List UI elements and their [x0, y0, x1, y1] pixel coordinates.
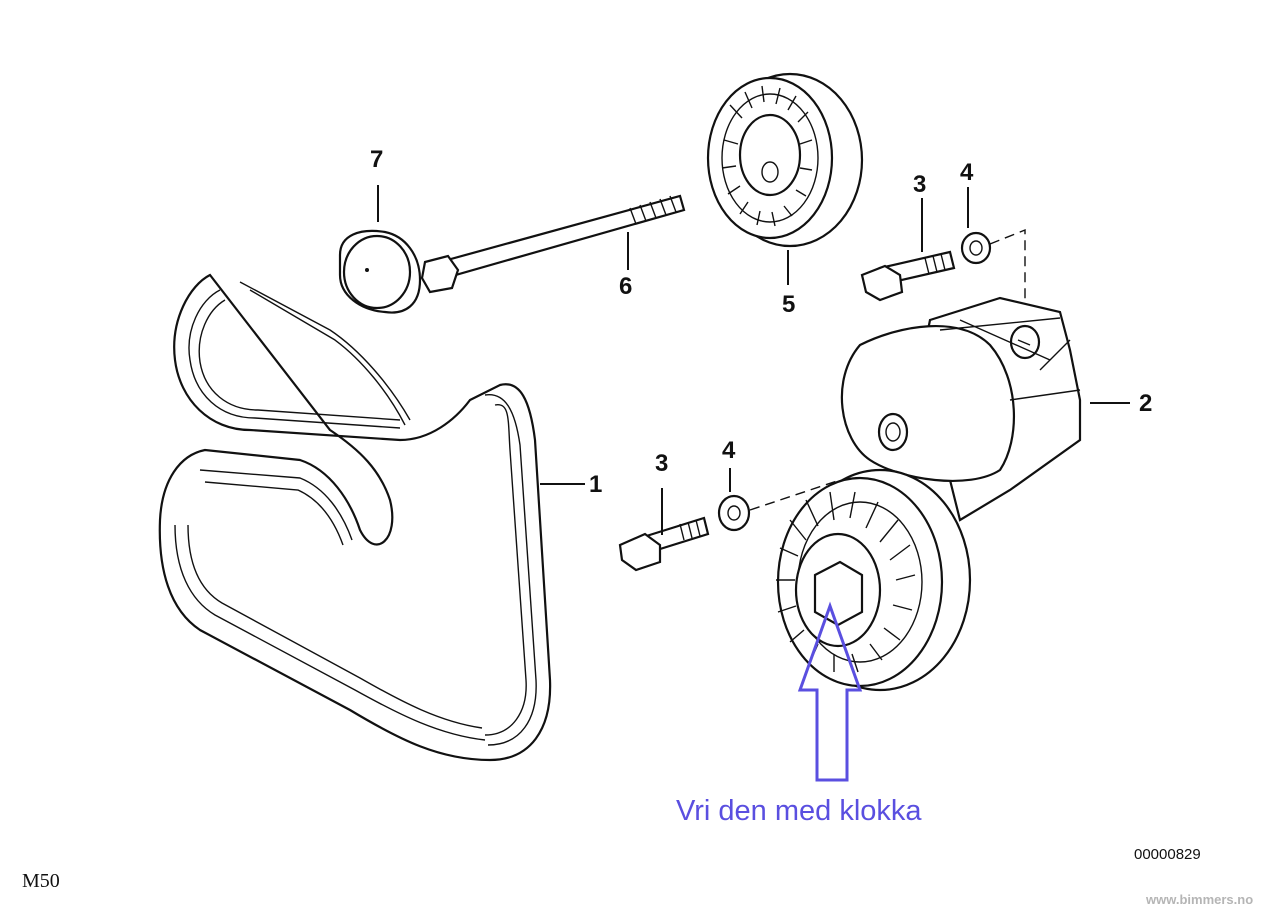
long-bolt	[420, 194, 686, 294]
engine-model: M50	[22, 870, 60, 892]
callout-6: 6	[619, 273, 632, 300]
upper-alignment-line	[989, 228, 1026, 320]
callout-4-upper: 4	[960, 159, 974, 186]
callout-4-lower: 4	[722, 437, 736, 464]
upper-washer	[960, 231, 992, 265]
idler-pulley	[706, 72, 864, 248]
callout-2: 2	[1139, 390, 1152, 417]
callout-7: 7	[370, 146, 383, 173]
watermark: www.bimmers.no	[1146, 892, 1254, 907]
diagram-code: 00000829	[1134, 846, 1201, 863]
belt-tensioner	[840, 296, 1082, 522]
callout-5: 5	[782, 291, 795, 318]
lower-bolt	[618, 516, 710, 572]
upper-bolt	[860, 250, 956, 302]
drive-belt	[158, 273, 552, 762]
callout-1: 1	[589, 471, 602, 498]
callout-3-lower: 3	[655, 450, 668, 477]
pulley-cap	[338, 229, 422, 314]
callout-3-upper: 3	[913, 171, 926, 198]
rotate-arrow-icon	[797, 601, 863, 782]
lower-washer	[717, 494, 751, 532]
rotation-annotation: Vri den med klokka	[676, 795, 922, 827]
tensioner-pulley	[776, 468, 972, 692]
